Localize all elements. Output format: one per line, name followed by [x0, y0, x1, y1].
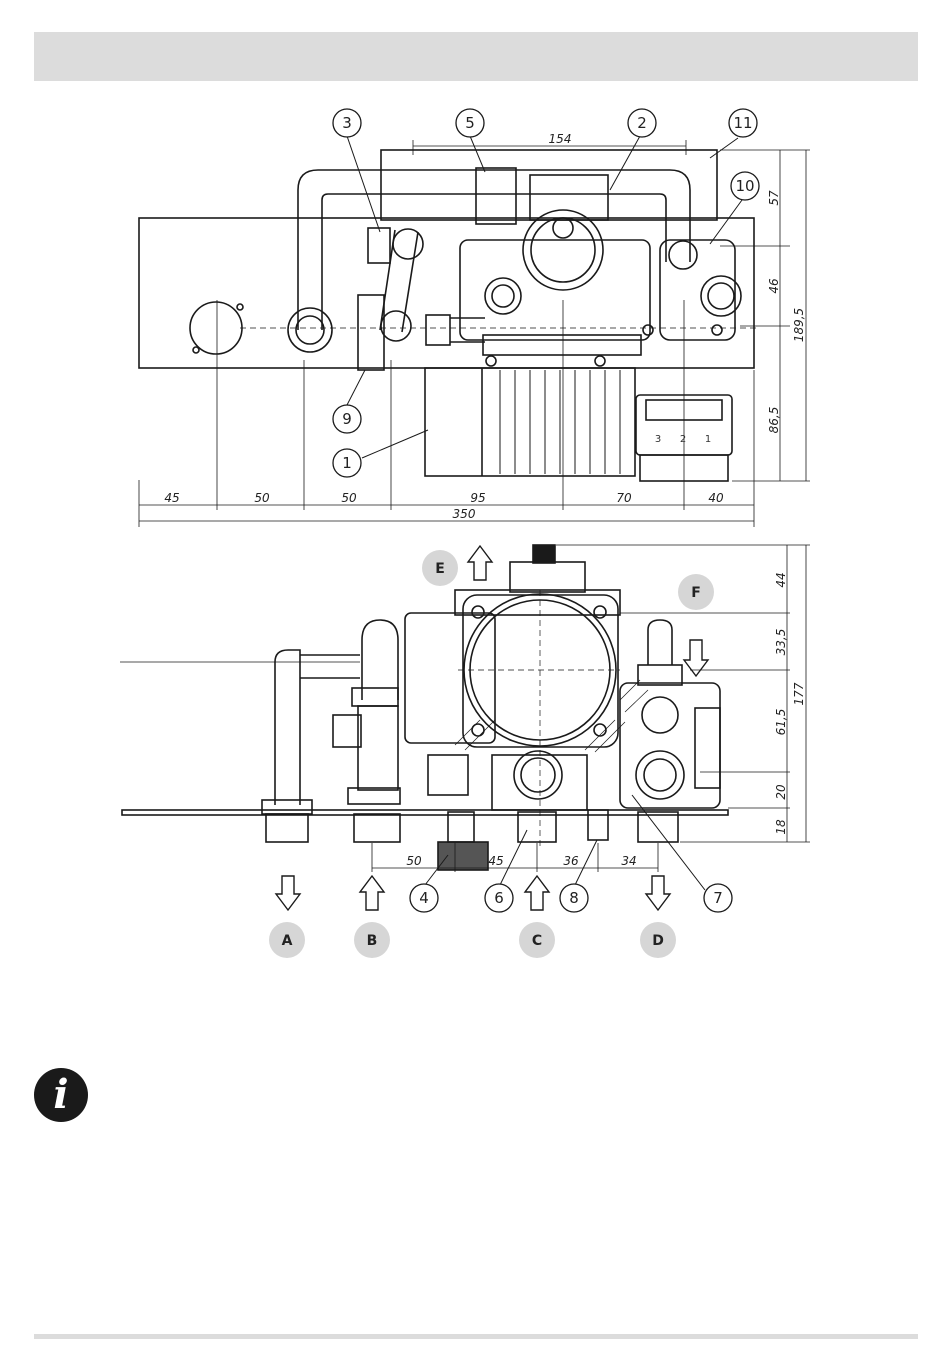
info-icon: i	[34, 1068, 88, 1122]
dim-57: 57	[767, 190, 781, 206]
dim-86-5: 86,5	[767, 407, 781, 434]
dim-46: 46	[767, 278, 781, 294]
callout-7: 7	[713, 889, 723, 907]
callout-1: 1	[342, 454, 352, 472]
callout-4: 4	[419, 889, 429, 907]
dim-front-20: 20	[774, 784, 788, 800]
callout-2: 2	[637, 114, 647, 132]
dim-front-177: 177	[792, 682, 806, 705]
port-b: B	[367, 933, 378, 949]
dim-front-33-5: 33,5	[774, 629, 788, 656]
port-a: A	[282, 933, 293, 949]
callout-10: 10	[735, 177, 754, 195]
callout-11: 11	[733, 114, 752, 132]
port-e: E	[435, 561, 445, 577]
dim-40: 40	[708, 491, 724, 505]
dim-front-61-5: 61,5	[774, 709, 788, 736]
dim-front-34: 34	[621, 854, 636, 868]
dim-50b: 50	[341, 491, 357, 505]
dim-45: 45	[164, 491, 179, 505]
dim-95: 95	[470, 491, 485, 505]
port-f: F	[691, 585, 701, 601]
callout-6: 6	[494, 889, 504, 907]
dim-front-36: 36	[563, 854, 579, 868]
dim-350: 350	[453, 507, 476, 521]
connector-pin-3: 3	[655, 434, 661, 445]
dim-154: 154	[549, 132, 572, 146]
connector-pin-1: 1	[705, 434, 711, 445]
callout-8: 8	[569, 889, 579, 907]
callout-9: 9	[342, 410, 352, 428]
front-view	[120, 545, 728, 870]
top-view-dimensions	[139, 140, 810, 527]
top-view	[139, 150, 754, 481]
dim-front-44: 44	[774, 572, 788, 587]
port-d: D	[652, 933, 664, 949]
info-icon-glyph: i	[34, 1072, 88, 1118]
port-c: C	[532, 933, 542, 949]
dim-front-45: 45	[488, 854, 503, 868]
dim-189-5: 189,5	[792, 308, 806, 342]
dim-front-18: 18	[774, 819, 788, 835]
connector-pin-2: 2	[680, 434, 686, 445]
footer-rule	[34, 1334, 918, 1339]
dim-front-50: 50	[406, 854, 422, 868]
callout-3: 3	[342, 114, 352, 132]
dim-50a: 50	[254, 491, 270, 505]
callout-5: 5	[465, 114, 475, 132]
dim-70: 70	[616, 491, 632, 505]
